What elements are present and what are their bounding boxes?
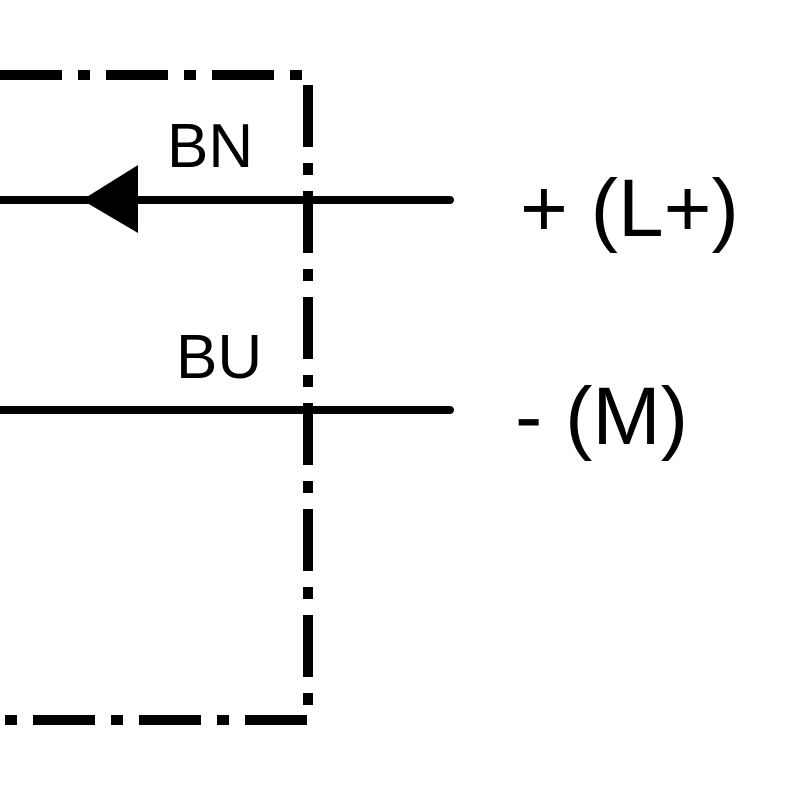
terminal-label-positive: + (L+) bbox=[520, 163, 739, 254]
wire-label-bn: BN bbox=[167, 112, 253, 181]
terminal-label-negative: - (M) bbox=[515, 371, 688, 462]
device-boundary bbox=[0, 70, 313, 725]
arrow-left-icon bbox=[82, 165, 138, 233]
wire-label-bu: BU bbox=[176, 323, 262, 392]
